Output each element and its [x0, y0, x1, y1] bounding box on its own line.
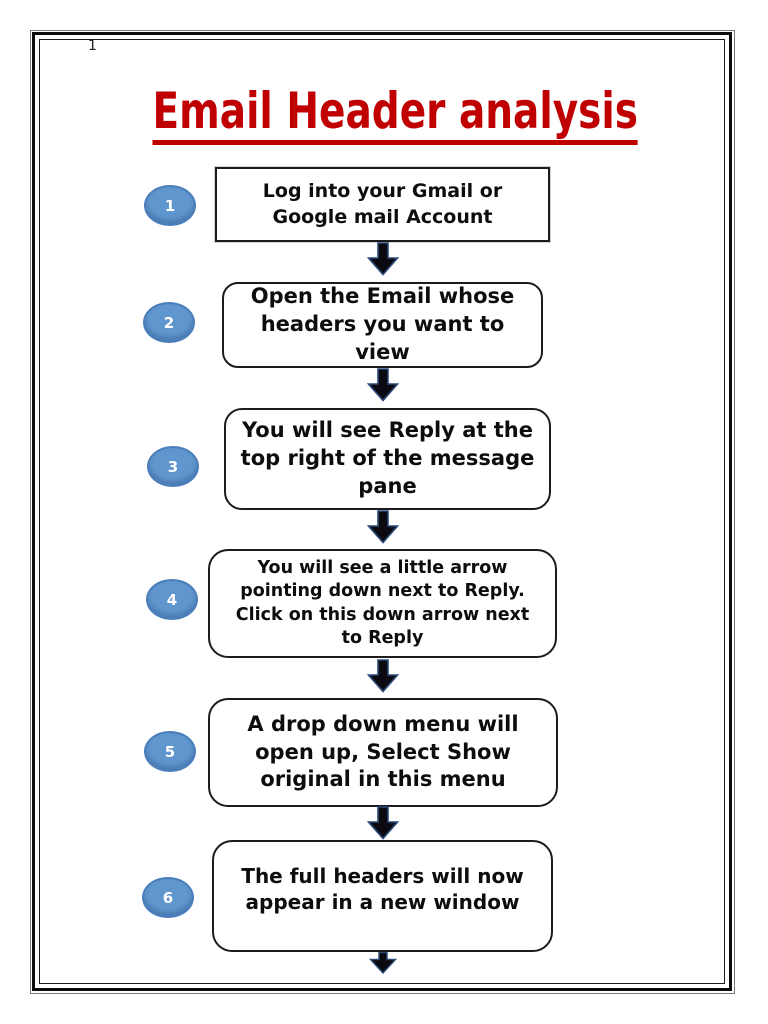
page-title: Email Header analysis [39, 84, 723, 145]
step-number-badge: 4 [146, 579, 198, 620]
step-number: 2 [163, 313, 175, 332]
down-arrow-icon [366, 510, 400, 544]
step-text: You will see Reply at the top right of t… [240, 418, 535, 498]
page-border-frame [29, 29, 735, 994]
step-box: You will see a little arrow pointing dow… [208, 549, 557, 658]
step-text: A drop down menu will open up, Select Sh… [247, 711, 519, 792]
step-box: Log into your Gmail or Google mail Accou… [215, 167, 550, 242]
down-arrow-icon [366, 806, 400, 840]
step-number: 1 [164, 196, 176, 215]
page-title-text: Email Header analysis [152, 84, 638, 145]
step-number-badge: 6 [142, 877, 194, 918]
step-text: The full headers will now appear in a ne… [241, 863, 524, 914]
step-number: 6 [162, 888, 174, 907]
step-text: Open the Email whose headers you want to… [250, 284, 515, 364]
step-number-badge: 1 [144, 185, 196, 226]
step-text: Log into your Gmail or Google mail Accou… [262, 180, 503, 228]
step-box: A drop down menu will open up, Select Sh… [208, 698, 558, 807]
down-arrow-icon [366, 659, 400, 693]
down-arrow-icon [366, 242, 400, 276]
step-number-badge: 2 [143, 302, 195, 343]
step-number: 4 [166, 590, 178, 609]
step-text: You will see a little arrow pointing dow… [235, 558, 530, 648]
page-number: 1 [88, 38, 97, 54]
step-number-badge: 5 [144, 731, 196, 772]
step-box: The full headers will now appear in a ne… [212, 840, 553, 952]
step-box: Open the Email whose headers you want to… [222, 282, 543, 368]
step-number-badge: 3 [147, 446, 199, 487]
step-number: 3 [167, 457, 179, 476]
step-number: 5 [164, 742, 176, 761]
step-box: You will see Reply at the top right of t… [224, 408, 551, 510]
down-arrow-icon [366, 368, 400, 402]
down-arrow-icon [368, 952, 398, 974]
